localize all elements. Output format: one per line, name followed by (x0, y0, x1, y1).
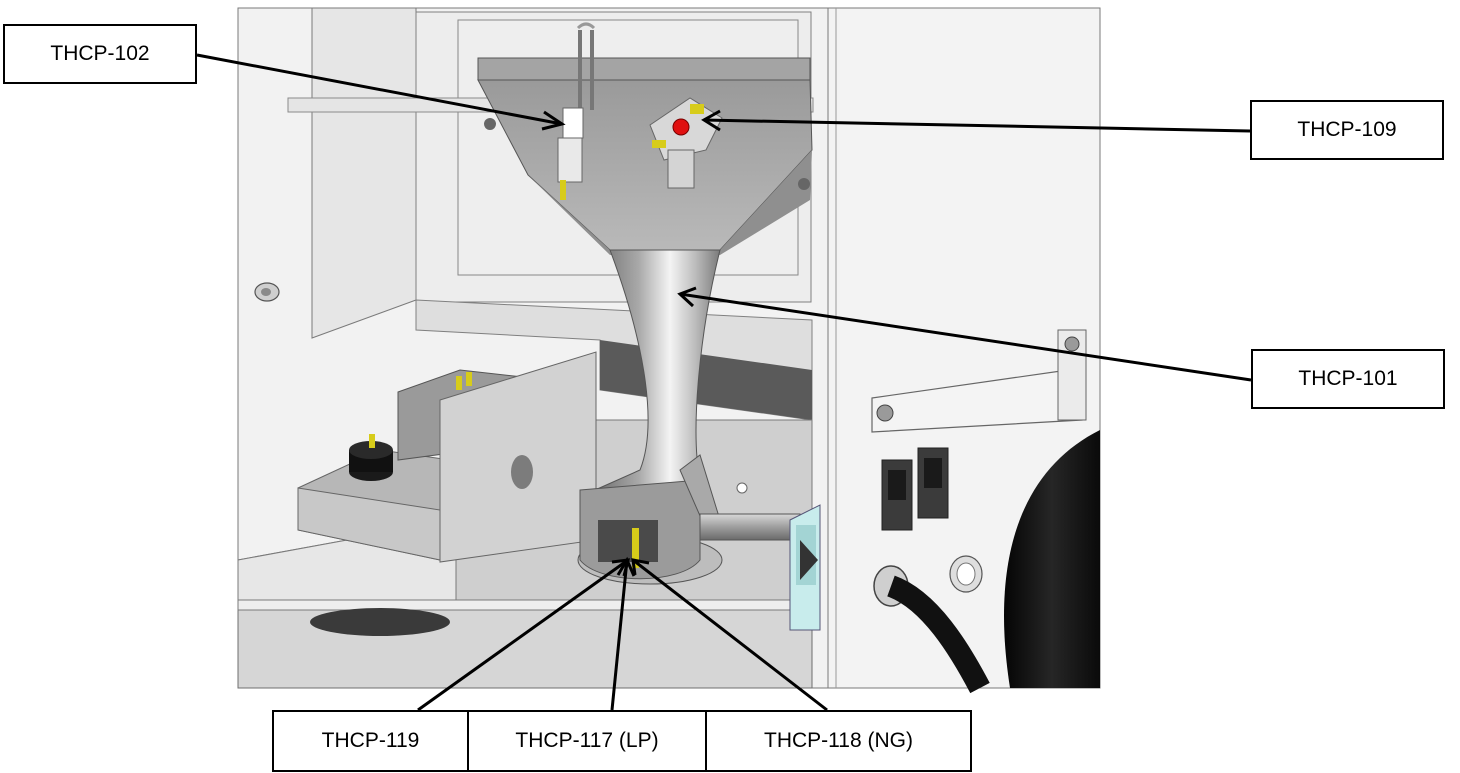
leader-thcp-119 (417, 558, 629, 712)
callout-thcp-117-lp: THCP-117 (LP) (467, 710, 707, 772)
leader-thcp-118 (632, 558, 828, 712)
arrowhead-thcp-102 (541, 110, 566, 131)
igniter (557, 22, 596, 200)
control-box (297, 351, 597, 563)
limit-switch (649, 97, 723, 189)
arrowhead-thcp-117 (616, 556, 636, 577)
leader-thcp-109 (703, 118, 1251, 133)
grommet (949, 555, 983, 593)
callout-thcp-102: THCP-102 (3, 24, 197, 84)
blower-wheel (1004, 430, 1100, 688)
leader-thcp-101 (679, 292, 1252, 382)
arrowhead-thcp-109 (701, 109, 721, 132)
gas-valve (789, 504, 821, 631)
callout-text: THCP-102 (50, 42, 150, 65)
callout-text: THCP-101 (1298, 367, 1398, 390)
leader-thcp-117 (610, 559, 629, 711)
mount-bracket (871, 329, 1087, 433)
gas-hose (873, 565, 990, 694)
gas-pipe (699, 482, 801, 541)
callout-text: THCP-118 (NG) (764, 729, 913, 752)
side-bolt (254, 282, 280, 302)
rocker-switch-right (917, 447, 949, 519)
callout-thcp-101: THCP-101 (1251, 349, 1445, 409)
leader-thcp-102 (196, 53, 563, 126)
leader-lines (196, 53, 1252, 712)
rocker-switch-left (881, 459, 913, 531)
callout-thcp-109: THCP-109 (1250, 100, 1444, 160)
callout-text: THCP-119 (321, 729, 420, 752)
arrowhead-thcp-101 (677, 286, 697, 308)
burner-funnel (577, 249, 723, 585)
callout-thcp-119: THCP-119 (272, 710, 469, 772)
callout-thcp-118-ng: THCP-118 (NG) (705, 710, 972, 772)
arrowhead-thcp-118 (631, 558, 650, 576)
callout-text: THCP-117 (LP) (515, 729, 659, 752)
callout-text: THCP-109 (1297, 118, 1397, 141)
